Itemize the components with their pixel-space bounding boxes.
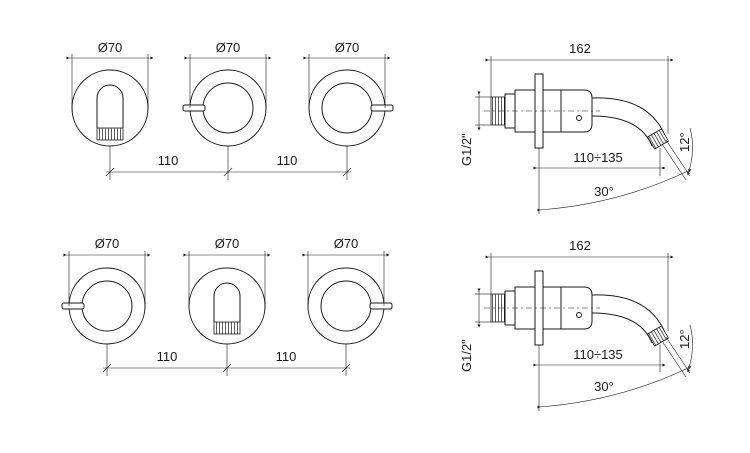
top-thread-label: G1/2" [459, 133, 474, 166]
bottom-spacing-label-1: 110 [157, 349, 178, 364]
bottom-front-view: Ø70 Ø70 Ø70 110 110 [61, 236, 393, 376]
bottom-tilt-angle-label: 12° [677, 329, 692, 349]
top-spout-plate [71, 69, 149, 147]
bottom-diam-label-3: Ø70 [334, 236, 359, 251]
top-handle-plate-left-lever [182, 69, 267, 147]
bottom-handle-plate-right-lever [307, 267, 393, 345]
bottom-overall-length-label: 162 [569, 238, 591, 253]
bottom-spout-plate [188, 267, 266, 345]
top-handle-plate-right-lever [308, 69, 394, 147]
bottom-side-view: 162 G1/2" 110÷135 12° 30° [459, 238, 693, 411]
top-side-view: 162 G1/2" 110÷135 12° 30° [459, 41, 693, 214]
top-swivel-angle-label: 30° [594, 184, 614, 199]
top-diam-label-2: Ø70 [216, 40, 241, 55]
bottom-range-label: 110÷135 [573, 347, 623, 362]
top-spacing-label-2: 110 [277, 153, 298, 168]
bottom-swivel-angle-label: 30° [594, 379, 614, 394]
bottom-handle-plate-left-lever [61, 267, 146, 345]
bottom-spacing-label-2: 110 [276, 349, 297, 364]
top-tilt-angle-label: 12° [677, 132, 692, 152]
top-front-view: Ø70 Ø70 Ø70 110 110 [66, 40, 394, 180]
top-overall-length-label: 162 [569, 41, 591, 56]
top-range-label: 110÷135 [573, 150, 623, 165]
top-spacing-label-1: 110 [158, 153, 179, 168]
bottom-diam-label-2: Ø70 [215, 236, 240, 251]
bottom-diam-label-1: Ø70 [95, 236, 120, 251]
top-diam-label-3: Ø70 [335, 40, 360, 55]
top-diam-label-1: Ø70 [98, 40, 123, 55]
bottom-thread-label: G1/2" [459, 339, 474, 372]
